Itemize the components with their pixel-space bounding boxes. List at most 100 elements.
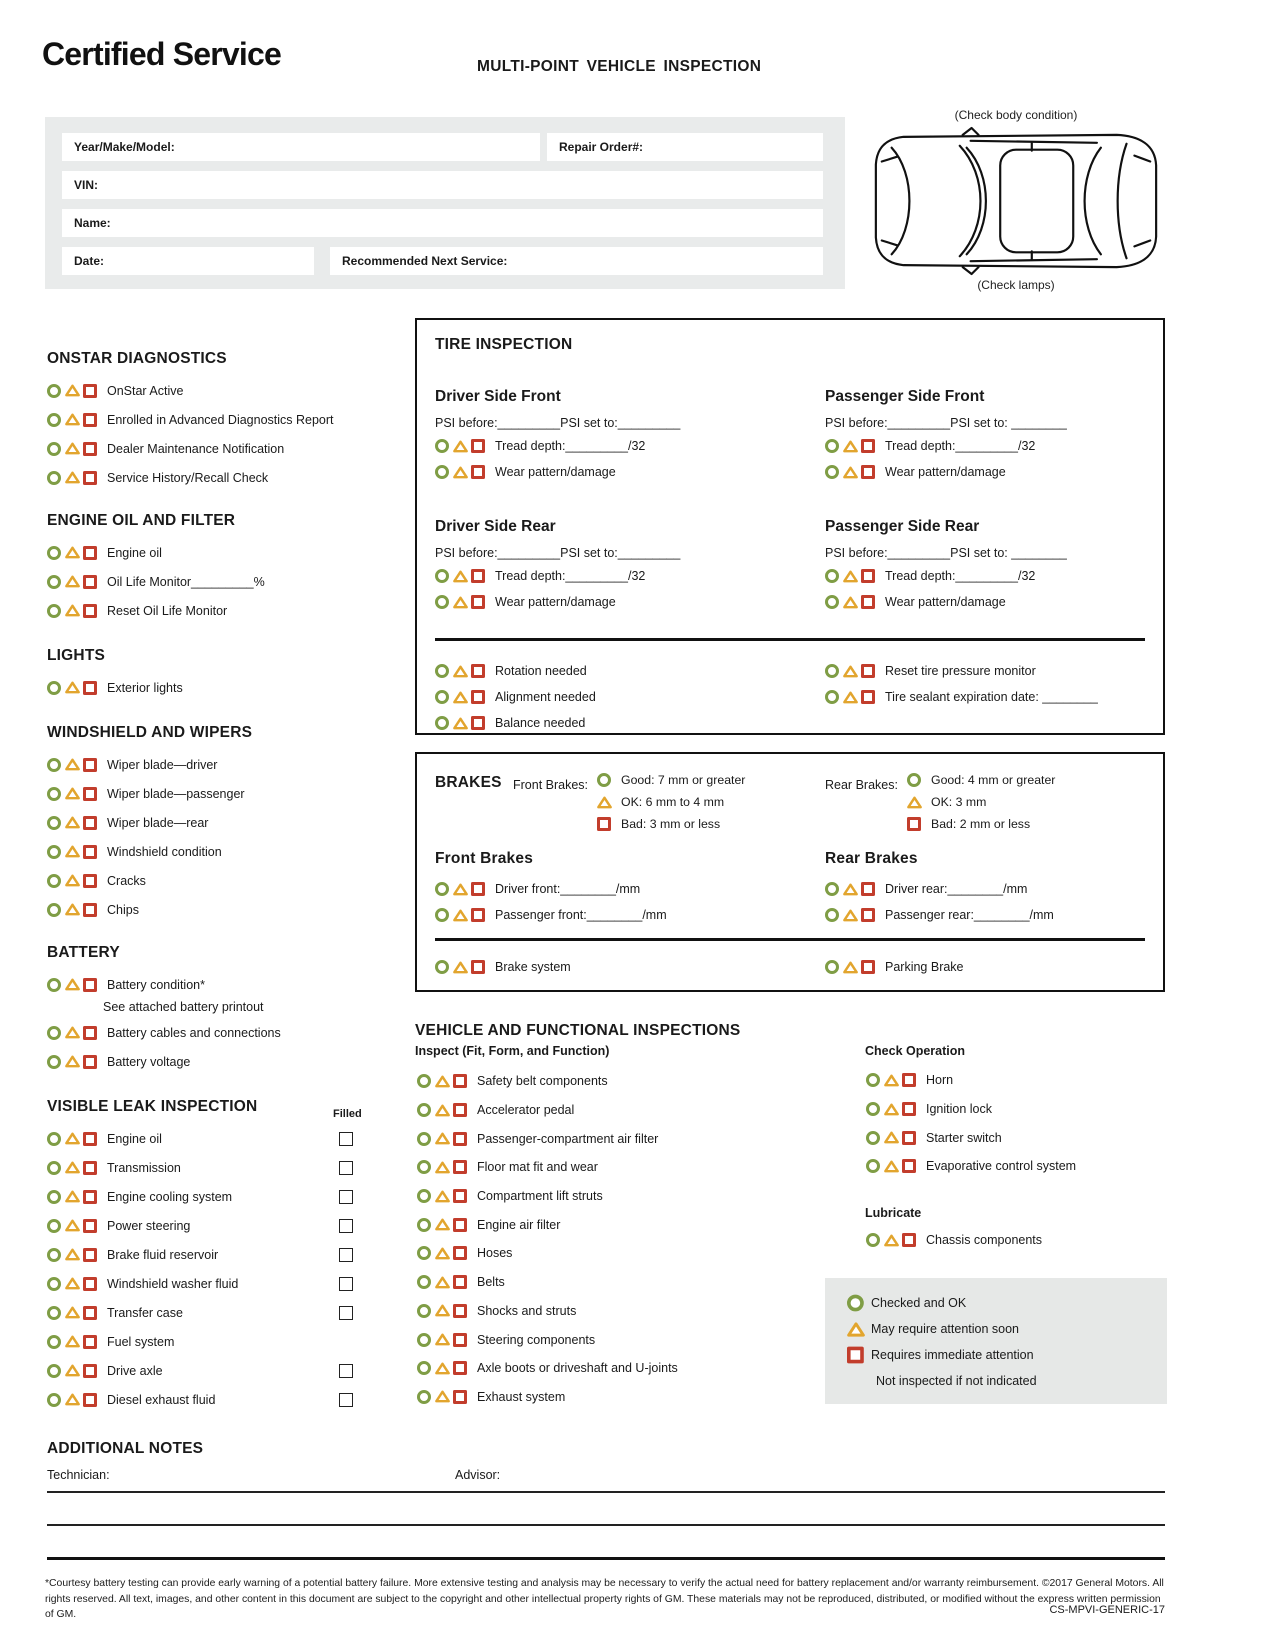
status-attention-triangle-icon[interactable] [65, 681, 80, 694]
status-immediate-square-icon[interactable] [471, 716, 485, 730]
status-immediate-square-icon[interactable] [471, 439, 485, 453]
status-good-circle-icon[interactable] [435, 465, 449, 479]
status-immediate-square-icon[interactable] [861, 569, 875, 583]
status-attention-triangle-icon[interactable] [435, 1218, 450, 1231]
status-good-circle-icon[interactable] [417, 1275, 431, 1290]
status-attention-triangle-icon[interactable] [843, 466, 858, 479]
status-good-circle-icon[interactable] [47, 1218, 61, 1233]
status-attention-triangle-icon[interactable] [435, 1161, 450, 1174]
status-immediate-square-icon[interactable] [861, 465, 875, 479]
filled-checkbox[interactable] [339, 1276, 353, 1291]
status-immediate-square-icon[interactable] [83, 873, 97, 888]
psi-line[interactable]: PSI before:_________PSI set to: ________ [825, 416, 1067, 430]
status-immediate-square-icon[interactable] [902, 1102, 916, 1117]
status-immediate-square-icon[interactable] [453, 1332, 467, 1347]
status-immediate-square-icon[interactable] [83, 680, 97, 695]
status-immediate-square-icon[interactable] [83, 757, 97, 772]
date-field[interactable]: Date: [62, 247, 314, 275]
status-attention-triangle-icon[interactable] [907, 796, 922, 809]
status-attention-triangle-icon[interactable] [435, 1104, 450, 1117]
status-attention-triangle-icon[interactable] [453, 961, 468, 974]
status-good-circle-icon[interactable] [47, 1160, 61, 1175]
status-attention-triangle-icon[interactable] [65, 471, 80, 484]
status-immediate-square-icon[interactable] [902, 1159, 916, 1174]
status-good-circle-icon[interactable] [825, 690, 839, 704]
status-attention-triangle-icon[interactable] [597, 796, 612, 809]
status-good-circle-icon[interactable] [47, 1189, 61, 1204]
status-immediate-square-icon[interactable] [471, 595, 485, 609]
status-good-circle-icon[interactable] [47, 574, 61, 589]
status-immediate-square-icon[interactable] [471, 569, 485, 583]
filled-checkbox[interactable] [339, 1218, 353, 1233]
status-good-circle-icon[interactable] [825, 882, 839, 896]
status-attention-triangle-icon[interactable] [884, 1160, 899, 1173]
status-immediate-square-icon[interactable] [83, 1189, 97, 1204]
advisor-label[interactable]: Advisor: [455, 1468, 501, 1482]
status-good-circle-icon[interactable] [907, 773, 921, 787]
status-good-circle-icon[interactable] [435, 595, 449, 609]
status-immediate-square-icon[interactable] [861, 960, 875, 974]
status-good-circle-icon[interactable] [47, 844, 61, 859]
psi-line[interactable]: PSI before:_________PSI set to:_________ [435, 416, 681, 430]
status-good-circle-icon[interactable] [825, 960, 839, 974]
status-immediate-square-icon[interactable] [83, 412, 97, 427]
status-good-circle-icon[interactable] [47, 1247, 61, 1262]
status-attention-triangle-icon[interactable] [65, 874, 80, 887]
status-good-circle-icon[interactable] [866, 1159, 880, 1174]
status-attention-triangle-icon[interactable] [435, 1190, 450, 1203]
status-immediate-square-icon[interactable] [83, 1054, 97, 1069]
status-good-circle-icon[interactable] [47, 412, 61, 427]
status-immediate-square-icon[interactable] [453, 1303, 467, 1318]
status-attention-triangle-icon[interactable] [435, 1276, 450, 1289]
status-good-circle-icon[interactable] [825, 439, 839, 453]
status-good-circle-icon[interactable] [47, 441, 61, 456]
status-immediate-square-icon[interactable] [83, 902, 97, 917]
filled-checkbox[interactable] [339, 1131, 353, 1146]
status-attention-triangle-icon[interactable] [843, 909, 858, 922]
status-attention-triangle-icon[interactable] [847, 1321, 865, 1337]
status-good-circle-icon[interactable] [47, 1054, 61, 1069]
next-service-field[interactable]: Recommended Next Service: [330, 247, 823, 275]
status-immediate-square-icon[interactable] [453, 1246, 467, 1261]
status-good-circle-icon[interactable] [866, 1073, 880, 1088]
status-immediate-square-icon[interactable] [902, 1233, 916, 1248]
status-immediate-square-icon[interactable] [83, 441, 97, 456]
status-immediate-square-icon[interactable] [83, 1131, 97, 1146]
status-immediate-square-icon[interactable] [861, 690, 875, 704]
status-immediate-square-icon[interactable] [453, 1103, 467, 1118]
status-good-circle-icon[interactable] [825, 569, 839, 583]
status-attention-triangle-icon[interactable] [843, 883, 858, 896]
status-attention-triangle-icon[interactable] [435, 1362, 450, 1375]
status-good-circle-icon[interactable] [417, 1160, 431, 1175]
status-attention-triangle-icon[interactable] [453, 883, 468, 896]
status-immediate-square-icon[interactable] [83, 1305, 97, 1320]
status-attention-triangle-icon[interactable] [65, 1364, 80, 1377]
status-attention-triangle-icon[interactable] [65, 978, 80, 991]
status-immediate-square-icon[interactable] [83, 977, 97, 992]
status-good-circle-icon[interactable] [435, 439, 449, 453]
status-attention-triangle-icon[interactable] [65, 1055, 80, 1068]
status-attention-triangle-icon[interactable] [884, 1103, 899, 1116]
status-good-circle-icon[interactable] [417, 1074, 431, 1089]
status-attention-triangle-icon[interactable] [435, 1304, 450, 1317]
status-attention-triangle-icon[interactable] [453, 717, 468, 730]
status-attention-triangle-icon[interactable] [65, 1161, 80, 1174]
status-good-circle-icon[interactable] [47, 1276, 61, 1291]
status-immediate-square-icon[interactable] [83, 603, 97, 618]
status-immediate-square-icon[interactable] [453, 1217, 467, 1232]
status-immediate-square-icon[interactable] [453, 1189, 467, 1204]
status-attention-triangle-icon[interactable] [843, 570, 858, 583]
status-good-circle-icon[interactable] [825, 664, 839, 678]
status-immediate-square-icon[interactable] [83, 574, 97, 589]
status-immediate-square-icon[interactable] [471, 465, 485, 479]
status-good-circle-icon[interactable] [435, 690, 449, 704]
status-attention-triangle-icon[interactable] [65, 1248, 80, 1261]
filled-checkbox[interactable] [339, 1305, 353, 1320]
status-attention-triangle-icon[interactable] [65, 1335, 80, 1348]
status-good-circle-icon[interactable] [435, 960, 449, 974]
status-immediate-square-icon[interactable] [453, 1131, 467, 1146]
status-attention-triangle-icon[interactable] [65, 1132, 80, 1145]
filled-checkbox[interactable] [339, 1160, 353, 1175]
status-good-circle-icon[interactable] [47, 1363, 61, 1378]
status-good-circle-icon[interactable] [417, 1103, 431, 1118]
